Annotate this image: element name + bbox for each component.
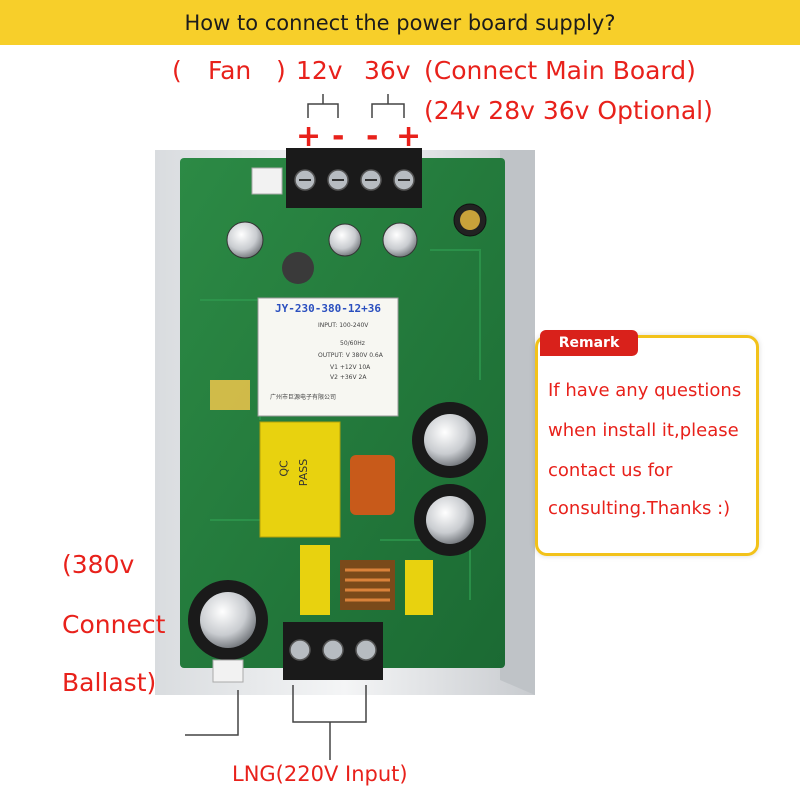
ballast-label-line-2: Connect xyxy=(62,610,166,639)
capacitor-3 xyxy=(382,222,418,258)
sign-36v-plus: + xyxy=(396,119,422,154)
remark-tag: Remark xyxy=(540,330,638,356)
ballast-label-line-1: (380v xyxy=(62,550,135,579)
sign-12v-minus: - xyxy=(332,119,345,154)
board-v1: V1 +12V 10A xyxy=(330,364,371,371)
orange-capacitor xyxy=(350,455,395,515)
board-maker: 广州市巨源电子有限公司 xyxy=(270,394,337,401)
capacitor-2 xyxy=(328,223,362,257)
banner-title: How to connect the power board supply? xyxy=(184,10,616,35)
remark-line-2: when install it,please xyxy=(548,420,739,441)
board-output: OUTPUT: V 380V 0.6A xyxy=(318,352,383,359)
yellow-cap-1 xyxy=(300,545,330,615)
board-freq: 50/60Hz xyxy=(340,340,365,347)
remark-line-4: consulting.Thanks :) xyxy=(548,498,731,519)
qc-mark: QC xyxy=(277,460,291,477)
connector-brackets xyxy=(185,94,405,760)
inductor-top xyxy=(282,252,314,284)
title-banner: How to connect the power board supply? xyxy=(0,0,800,45)
input-label: LNG(220V Input) xyxy=(232,762,408,786)
yellow-transformer xyxy=(259,421,341,538)
board-input: INPUT: 100-240V xyxy=(318,322,369,329)
board-label-sticker xyxy=(257,297,399,417)
sign-12v-plus: + xyxy=(296,119,322,154)
remark-box xyxy=(535,335,759,556)
label-36v: 36v xyxy=(364,56,411,85)
common-mode-choke xyxy=(340,560,395,610)
board-model: JY-230-380-12+36 xyxy=(275,302,381,315)
input-terminal-screws xyxy=(289,639,377,661)
ballast-label-line-3: Ballast) xyxy=(62,668,157,697)
remark-line-3: contact us for xyxy=(548,460,673,481)
board-v2: V2 +36V 2A xyxy=(330,374,367,381)
label-connect-main-board: (Connect Main Board) xyxy=(424,56,696,85)
housing-side-wall xyxy=(500,150,535,695)
remark-line-1: If have any questions xyxy=(548,380,742,401)
label-optional-voltage: (24v 28v 36v Optional) xyxy=(424,96,713,125)
fan-open-paren: ( xyxy=(172,56,182,85)
sign-36v-minus: - xyxy=(366,119,379,154)
fan-close-paren: ) xyxy=(276,56,286,85)
label-12v: 12v xyxy=(296,56,343,85)
pass-mark: PASS xyxy=(297,458,311,487)
yellow-cap-2 xyxy=(405,560,433,615)
capacitor-1 xyxy=(226,221,264,259)
ballast-connector xyxy=(212,659,244,683)
fan-label: Fan xyxy=(208,56,252,85)
fan-connector xyxy=(251,167,283,195)
